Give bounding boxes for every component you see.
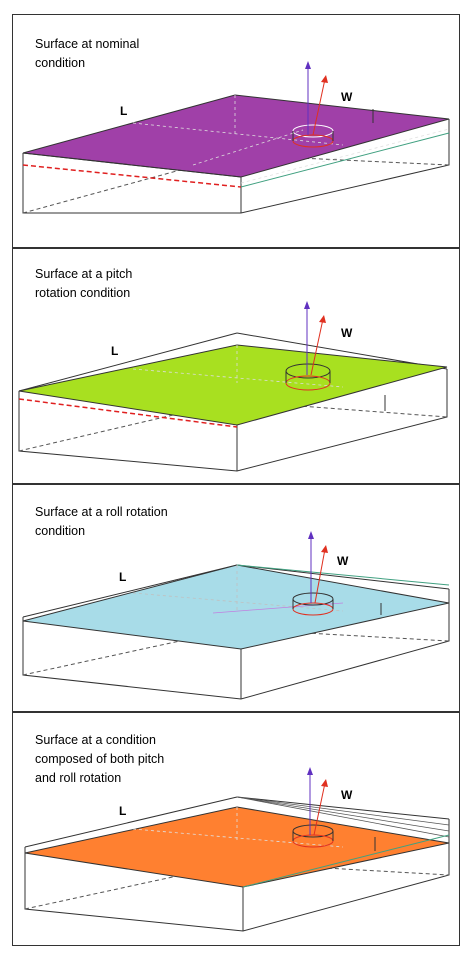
label-l: L <box>119 570 126 584</box>
label-l: L <box>120 104 127 118</box>
panel-roll: Surface at a roll rotation condition L W <box>12 484 460 712</box>
tilted-surface <box>24 806 450 888</box>
tilted-surface <box>22 564 450 650</box>
surface-diagram: L W <box>22 531 450 700</box>
panel-nominal: Surface at nominal condition <box>12 14 460 248</box>
panel-caption: Surface at a condition composed of both … <box>35 733 165 785</box>
panel-caption: Surface at a roll rotation condition <box>35 505 168 538</box>
label-w: W <box>341 90 353 104</box>
surface-diagram: L W <box>18 301 448 472</box>
label-w: W <box>341 788 353 802</box>
tilted-surface <box>22 94 450 178</box>
label-l: L <box>119 804 126 818</box>
surface-diagram: L W <box>24 767 450 932</box>
label-w: W <box>341 326 353 340</box>
label-w: W <box>337 554 349 568</box>
panel-caption: Surface at nominal condition <box>35 37 140 70</box>
panel-pitch: Surface at a pitch rotation condition L … <box>12 248 460 484</box>
label-l: L <box>111 344 118 358</box>
tilted-surface <box>18 344 448 426</box>
panel-caption: Surface at a pitch rotation condition <box>35 267 133 300</box>
surface-diagram: L W <box>22 61 450 214</box>
panel-pitch-and-roll: Surface at a condition composed of both … <box>12 712 460 946</box>
